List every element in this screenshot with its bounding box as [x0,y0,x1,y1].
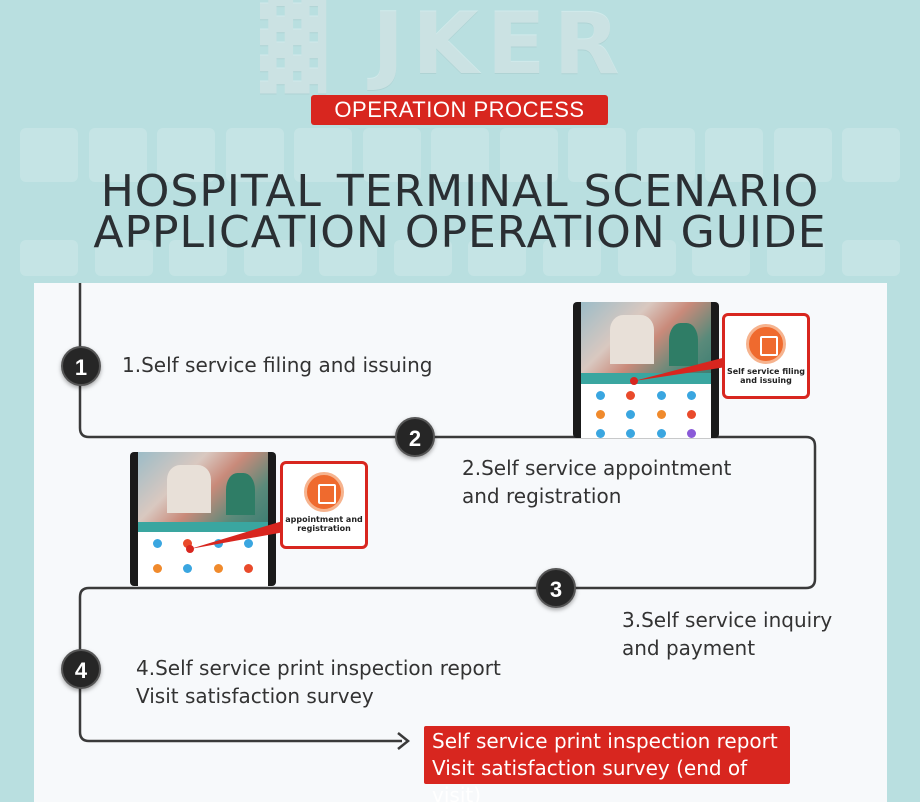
section-badge: OPERATION PROCESS [311,95,608,125]
step-2-number: 2 [395,417,435,457]
arrow-head-icon [397,732,411,750]
step-3-label-line-2: and payment [622,636,756,660]
step-4-label: 4.Self service print inspection report V… [136,654,501,710]
step-4-number: 4 [61,649,101,689]
watermark-row [20,240,900,280]
callout-appointment-label-2: registration [297,524,351,533]
step-3-label-line-1: 3.Self service inquiry [622,608,833,632]
step-2-label-line-1: 2.Self service appointment [462,456,732,480]
step-3-number: 3 [536,568,576,608]
page-title-line-1: HOSPITAL TERMINAL SCENARIO [100,166,820,217]
step-2-label: 2.Self service appointment and registrat… [462,454,731,510]
end-of-visit-line-2: Visit satisfaction survey (end of visit) [432,756,748,802]
step-4-label-line-2: Visit satisfaction survey [136,684,374,708]
flow-path [78,283,817,743]
step-1-number: 1 [61,346,101,386]
callout-filing-label-2: and issuing [740,376,792,385]
background-watermark: ▓ JKER [0,0,920,290]
callout-filing: Self service filing and issuing [722,313,810,399]
watermark-row [20,128,900,188]
calendar-clock-icon [746,324,786,364]
step-2-label-line-2: and registration [462,484,622,508]
callout-appointment-label-1: appointment and [285,515,363,524]
step-1-label-line-1: 1.Self service filing and issuing [122,353,433,377]
step-3-label: 3.Self service inquiry and payment [622,606,832,662]
terminal-screenshot-appointment [130,452,276,586]
document-icon [304,472,344,512]
step-1-label: 1.Self service filing and issuing [122,351,432,379]
callout-appointment: appointment and registration [280,461,368,549]
page-title-line-2: APPLICATION OPERATION GUIDE [93,207,827,258]
step-4-label-line-1: 4.Self service print inspection report [136,656,501,680]
callout-filing-label-1: Self service filing [726,367,806,376]
end-of-visit-line-1: Self service print inspection report [432,729,778,753]
end-of-visit-box: Self service print inspection report Vis… [424,726,790,802]
